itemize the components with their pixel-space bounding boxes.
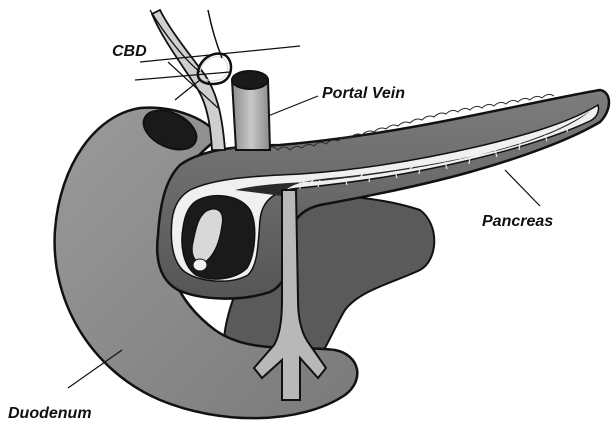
pancreas-label: Pancreas [482,213,553,230]
pancreas-leader-line [505,170,540,206]
vessel-line-1 [208,10,222,58]
ampulla-opening [193,259,207,271]
vessel-line-5 [175,80,200,100]
portal-vein-label: Portal Vein [322,85,405,102]
portal-vein-opening [232,71,268,89]
vessel-line-3 [140,46,300,62]
portal-vein-leader-line [268,96,318,116]
duodenum-label: Duodenum [8,405,92,422]
portal-vein [232,80,270,150]
cbd-label: CBD [112,43,147,60]
